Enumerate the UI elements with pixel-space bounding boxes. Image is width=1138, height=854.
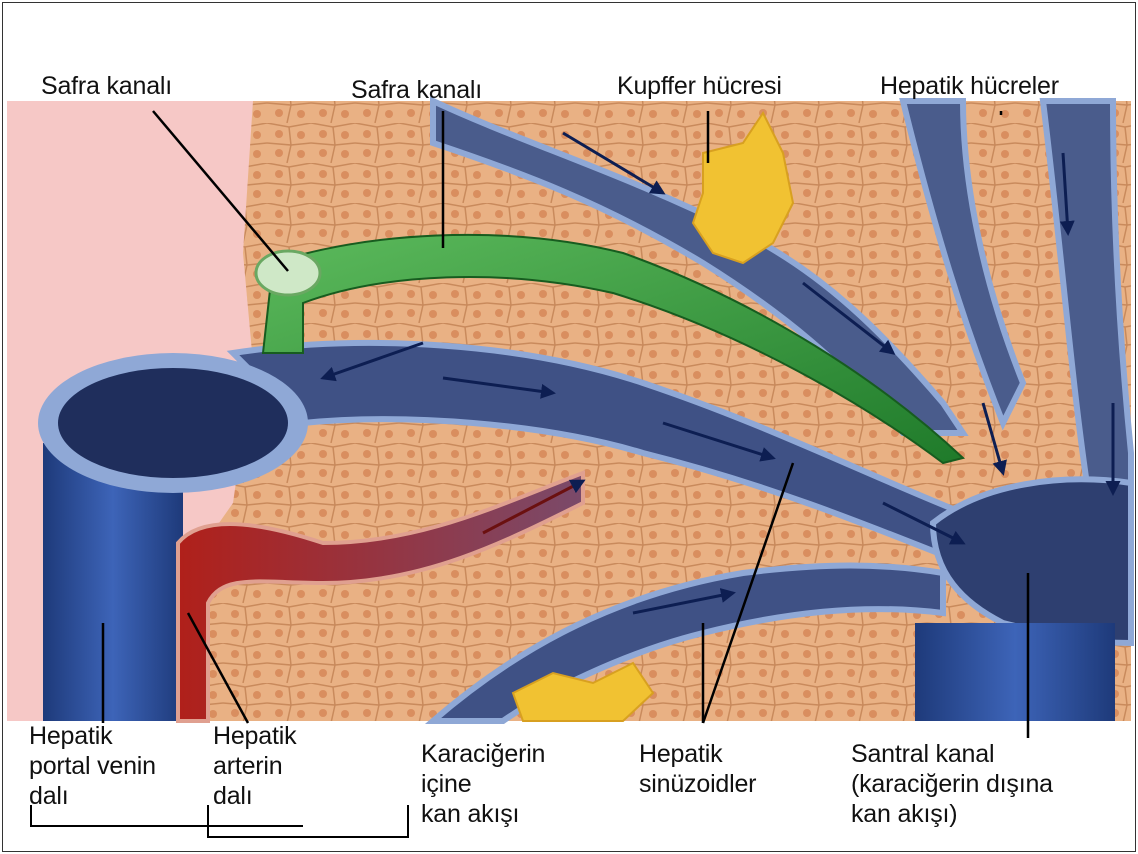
label-sinusoids: Hepatik sinüzoidler xyxy=(639,739,756,799)
label-bile-duct-left: Safra kanalı xyxy=(41,71,172,101)
liver-lobule-illustration xyxy=(3,3,1135,851)
portal-vein-lumen xyxy=(58,368,288,478)
label-blood-flow-in: Karaciğerin içine kan akışı xyxy=(421,739,545,829)
bile-duct-opening xyxy=(256,251,320,295)
label-hepatic-cells: Hepatik hücreler xyxy=(880,71,1059,101)
central-vein-trunk xyxy=(915,623,1115,721)
label-portal-vein-branch: Hepatik portal venin dalı xyxy=(29,721,156,811)
label-bile-duct-center: Safra kanalı xyxy=(351,75,482,105)
label-kupffer-cell: Kupffer hücresi xyxy=(617,71,782,101)
label-central-vein: Santral kanal (karaciğerin dışına kan ak… xyxy=(851,739,1053,829)
label-artery-branch: Hepatik arterin dalı xyxy=(213,721,296,811)
